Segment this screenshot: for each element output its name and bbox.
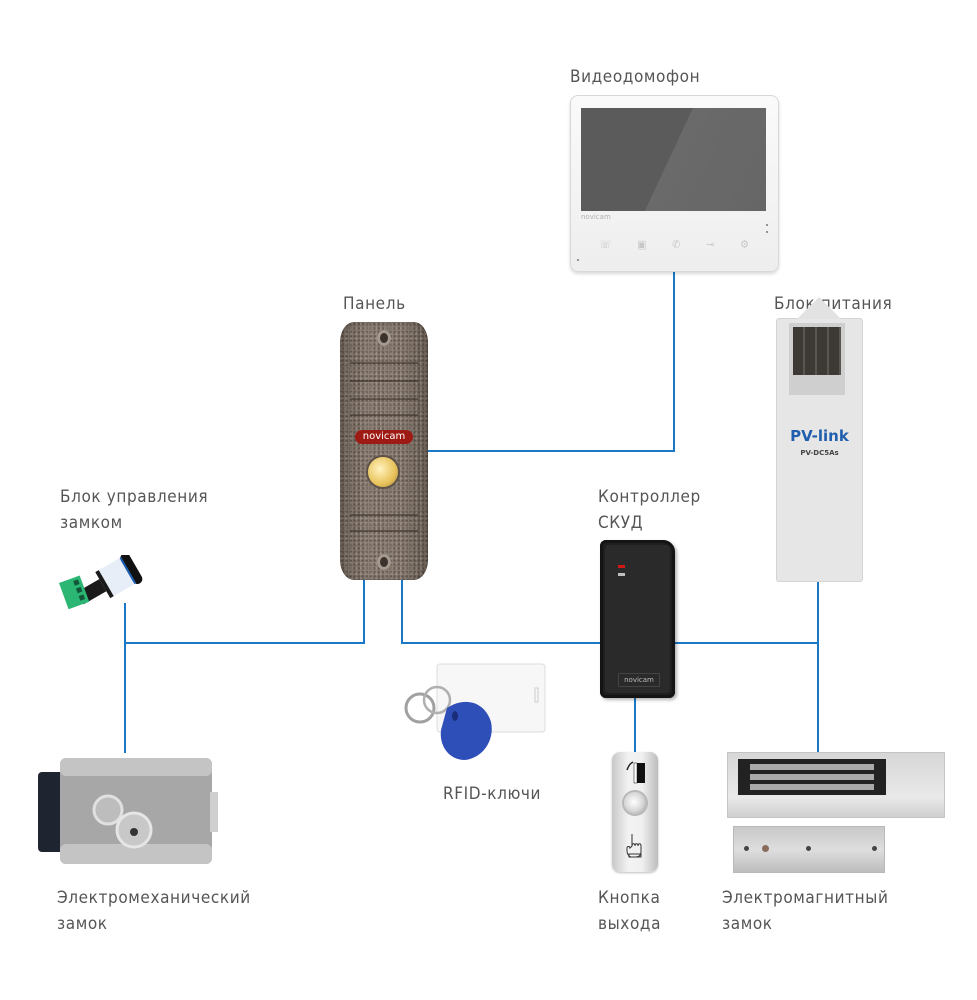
wire-panel-right-leg [401, 580, 403, 644]
led-white [618, 573, 625, 576]
em-lock-label-line2: замок [57, 914, 108, 934]
door-icon [626, 761, 645, 784]
screw-hole-bottom [377, 554, 391, 570]
push-button[interactable] [624, 792, 646, 814]
led-red [618, 565, 625, 568]
wire-lockctl-panel [124, 642, 365, 644]
phone-icon[interactable]: ✆ [672, 238, 681, 251]
mag-lock-label-line2: замок [722, 914, 773, 934]
monitor-brand: novicam [581, 213, 611, 221]
monitor-label: Видеодомофон [570, 67, 701, 87]
exit-button[interactable] [612, 752, 658, 872]
power-supply[interactable]: PV-link PV-DC5As [776, 297, 863, 582]
wire-controller-exit [634, 698, 636, 753]
door-panel[interactable]: novicam [340, 322, 428, 580]
wire-panel-monitor [427, 450, 675, 452]
video-intercom-monitor[interactable]: novicam ☏ ▣ ✆ ⊸ ⚙ [570, 95, 779, 272]
controller-brand: novicam [618, 673, 660, 687]
psu-brand: PV-link [790, 427, 849, 445]
lock-controller-label-line2: замком [60, 513, 123, 533]
access-controller-label-line1: Контроллер [598, 487, 701, 507]
monitor-indicator [766, 224, 768, 226]
monitor-mic [577, 259, 579, 261]
rfid-keys[interactable] [395, 660, 565, 770]
lock-control-unit[interactable] [55, 553, 145, 610]
exit-button-label-line1: Кнопка [598, 888, 661, 908]
em-lock-label-line1: Электромеханический [57, 888, 251, 908]
wire-lockctl-emlock [124, 603, 126, 753]
magnet-coil [738, 759, 886, 795]
psu-terminal-block [789, 323, 845, 395]
panel-groove [350, 530, 418, 532]
armature-plate [733, 826, 885, 873]
photo-icon[interactable]: ▣ [637, 238, 647, 251]
access-controller[interactable]: novicam [600, 540, 675, 698]
wire-monitor-down [673, 270, 675, 452]
electromechanical-lock[interactable] [38, 752, 222, 870]
wire-psu-maglock [817, 580, 819, 753]
wire-controller-psu [675, 642, 819, 644]
exit-button-label-line2: выхода [598, 914, 662, 934]
intercom-icon[interactable]: ☏ [599, 238, 612, 251]
monitor-screen [581, 108, 766, 211]
access-controller-label-line2: СКУД [598, 513, 644, 533]
panel-groove [350, 514, 418, 516]
mag-lock-label-line1: Электромагнитный [722, 888, 889, 908]
screw-hole-top [377, 330, 391, 346]
panel-label: Панель [343, 294, 406, 314]
electromagnetic-lock[interactable] [727, 752, 945, 818]
panel-groove [350, 414, 418, 416]
psu-model: PV-DC5As [800, 449, 839, 457]
wire-panel-left-leg [363, 580, 365, 644]
hand-pointer-icon [626, 834, 642, 858]
lock-controller-label-line1: Блок управления [60, 487, 209, 507]
panel-groove [350, 398, 418, 400]
psu-mount-tab [797, 297, 841, 319]
gear-icon[interactable]: ⚙ [740, 238, 749, 251]
panel-brand: novicam [355, 430, 413, 444]
rfid-label: RFID-ключи [443, 784, 542, 804]
panel-groove [350, 380, 418, 382]
wire-panel-controller [401, 642, 601, 644]
key-icon[interactable]: ⊸ [706, 238, 715, 251]
call-button[interactable] [368, 457, 398, 487]
monitor-indicator [766, 231, 768, 233]
panel-groove [350, 362, 418, 364]
